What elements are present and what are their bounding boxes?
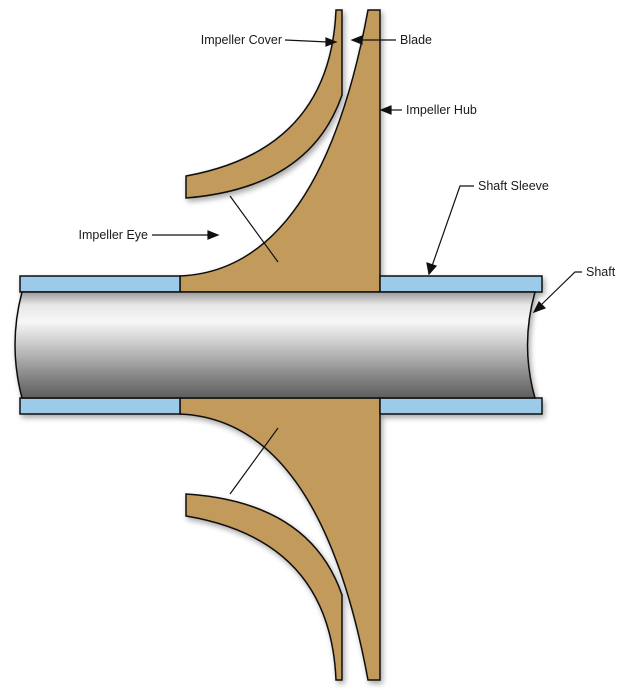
impeller-hub-arrow <box>379 105 402 115</box>
shaft-arrow <box>532 271 582 314</box>
impeller-eye-line-upper <box>229 195 279 263</box>
impeller-cover-upper <box>185 9 343 199</box>
blade-arrow <box>350 35 396 45</box>
impeller-hub-lower <box>179 397 381 681</box>
shaft-sleeve-label: Shaft Sleeve <box>478 179 549 193</box>
impeller-eye-line-lower <box>229 427 279 495</box>
shaft-sleeve-upper-left <box>19 275 181 293</box>
blade-label: Blade <box>400 33 432 47</box>
impeller-hub-label: Impeller Hub <box>406 103 477 117</box>
shaft-sleeve-lower-right <box>379 397 543 415</box>
impeller-eye-arrow <box>152 230 220 240</box>
shaft-label: Shaft <box>586 265 616 279</box>
impeller-cover-arrow <box>284 37 338 47</box>
impeller-hub-upper <box>179 9 381 293</box>
impeller-cover-lower <box>185 493 343 681</box>
shaft-sleeve-arrow <box>426 185 474 276</box>
impeller-cover-label: Impeller Cover <box>201 33 282 47</box>
shaft-body <box>14 291 536 399</box>
shaft-sleeve-lower-left <box>19 397 181 415</box>
shaft-sleeve-upper-right <box>379 275 543 293</box>
impeller-eye-label: Impeller Eye <box>79 228 149 242</box>
